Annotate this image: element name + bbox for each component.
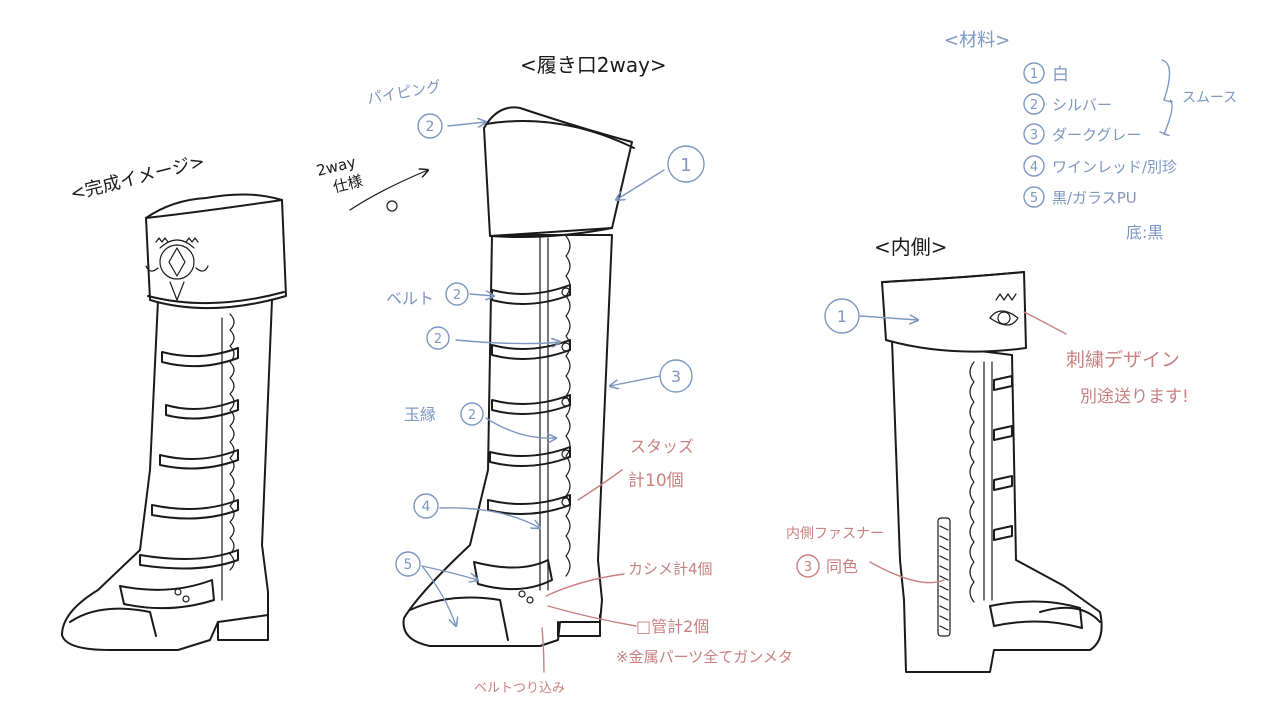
material-name: 白 xyxy=(1052,65,1069,85)
material-item-1: 1 白 xyxy=(1023,62,1069,85)
num-top-right: 1 xyxy=(837,307,847,326)
num-circle xyxy=(395,551,421,577)
label-zipper-color: 同色 xyxy=(826,557,858,576)
red-leader-lines xyxy=(541,311,1067,673)
num-belt: 2 xyxy=(453,288,461,303)
material-item-3: 3 ダークグレー xyxy=(1023,123,1141,145)
material-num: 4 xyxy=(1030,160,1038,175)
num-zipper: 3 xyxy=(804,560,812,575)
num-edge: 2 xyxy=(468,408,476,423)
num-circle xyxy=(445,282,469,306)
material-group-label: スムース xyxy=(1182,90,1237,106)
label-zipper: 内側ファスナー xyxy=(786,526,884,542)
material-name: 黒/ガラスPU xyxy=(1052,189,1137,207)
num-circle xyxy=(659,359,693,393)
callouts-middle: パイピング 2 1 ベルト 2 2 3 玉縁 2 4 5 スタッズ 計10個 カ… xyxy=(366,77,793,696)
boot-finished-image xyxy=(61,193,287,651)
num-shaft: 3 xyxy=(671,367,681,386)
heading-inner-side: <内側> xyxy=(874,235,948,259)
material-num: 3 xyxy=(1030,128,1038,143)
belt-straps xyxy=(119,347,239,610)
two-way-arrow xyxy=(349,170,428,211)
embroidery-icon xyxy=(989,293,1019,326)
num-top: 1 xyxy=(680,155,691,176)
label-metal-note: ※金属パーツ全てガンメタ xyxy=(616,648,793,666)
callouts-right: 1 刺繍デザイン 別途送ります! 内側ファスナー 3 同色 xyxy=(786,298,1189,578)
belt-straps xyxy=(473,284,571,591)
material-name: ダークグレー xyxy=(1052,126,1141,144)
label-piping: パイピング xyxy=(366,77,443,108)
material-item-4: 4 ワインレッド/別珍 xyxy=(1023,155,1177,177)
material-num: 5 xyxy=(1030,191,1038,206)
emblem-icon xyxy=(145,237,209,301)
blue-leader-lines xyxy=(421,59,1173,626)
num-panel: 4 xyxy=(422,499,431,515)
material-name: シルバー xyxy=(1052,96,1112,114)
heading-finished-image: <完成イメージ> xyxy=(68,151,207,205)
num-circle xyxy=(417,113,443,139)
label-tubes: □管計2個 xyxy=(636,617,709,636)
boot-inner-side xyxy=(881,271,1103,673)
num-circle xyxy=(460,402,484,426)
label-embroidery: 刺繍デザイン xyxy=(1066,349,1180,371)
label-grommets: カシメ計4個 xyxy=(628,560,713,578)
label-edge: 玉縁 xyxy=(404,405,436,424)
label-belt: ベルト xyxy=(386,289,434,308)
num-circle xyxy=(796,554,820,578)
heading-two-way: <履き口2way> xyxy=(520,53,667,77)
label-belt-fixed: ベルトつり込み xyxy=(474,681,565,696)
stud-icons xyxy=(561,287,571,507)
label-studs: スタッズ xyxy=(630,437,694,456)
sole-material: 底:黒 xyxy=(1126,223,1163,242)
num-sole: 5 xyxy=(404,557,413,573)
label-embroidery-sub: 別途送ります! xyxy=(1080,387,1189,407)
label-studs-count: 計10個 xyxy=(628,471,684,491)
material-name: ワインレッド/別珍 xyxy=(1052,158,1177,176)
num-2b: 2 xyxy=(434,332,442,347)
num-circle xyxy=(667,145,705,183)
two-way-note: 2way 仕様 xyxy=(315,152,368,200)
material-num: 1 xyxy=(1030,67,1038,82)
num-circle xyxy=(426,326,450,350)
zipper-icon xyxy=(937,517,951,637)
material-item-5: 5 黒/ガラスPU xyxy=(1023,186,1137,208)
num-piping: 2 xyxy=(426,119,435,135)
boot-two-way xyxy=(402,106,635,647)
two-way-ring xyxy=(386,200,398,212)
num-circle xyxy=(824,298,860,334)
heading-materials: <材料> xyxy=(944,30,1010,51)
materials-list: <材料> 1 白 2 シルバー 3 ダークグレー 4 ワインレッド/別珍 5 黒… xyxy=(944,30,1237,242)
belt-straps xyxy=(989,375,1083,629)
material-item-2: 2 シルバー xyxy=(1023,93,1112,115)
material-num: 2 xyxy=(1030,98,1038,113)
num-circle xyxy=(413,493,439,519)
